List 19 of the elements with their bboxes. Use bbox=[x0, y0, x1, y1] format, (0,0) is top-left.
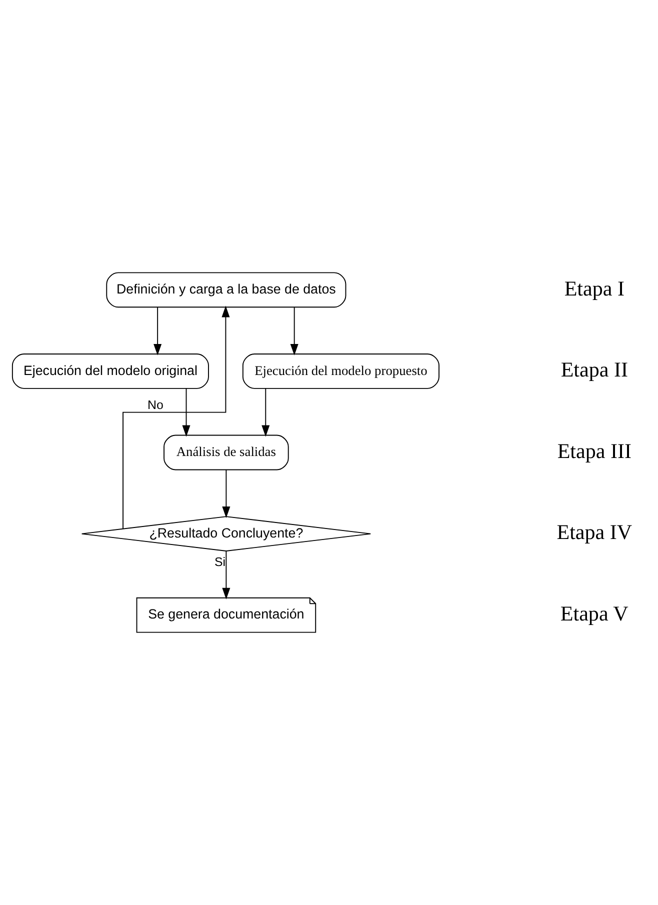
arrow bbox=[262, 388, 270, 437]
edge-label: Si bbox=[214, 555, 226, 570]
edge-label: No bbox=[147, 398, 164, 412]
arrow bbox=[154, 306, 162, 356]
node-box: Análisis de salidas bbox=[164, 434, 289, 470]
label: Etapa V bbox=[560, 601, 628, 626]
arrow bbox=[182, 388, 190, 437]
arrow bbox=[222, 469, 230, 518]
label: Etapa II bbox=[560, 358, 628, 382]
label: Etapa III bbox=[557, 438, 632, 463]
node-box: Ejecución del modelo propuesto bbox=[242, 354, 440, 389]
label: Etapa IV bbox=[556, 520, 632, 544]
node-box: Ejecución del modelo original bbox=[12, 354, 209, 389]
arrow bbox=[222, 550, 230, 600]
label: Etapa I bbox=[564, 276, 624, 300]
arrow bbox=[290, 306, 298, 356]
arrow bbox=[122, 306, 230, 530]
node-diamond: ¿Resultado Concluyente? bbox=[81, 516, 372, 552]
node-box: Definición y carga a la base de datos bbox=[106, 272, 346, 308]
